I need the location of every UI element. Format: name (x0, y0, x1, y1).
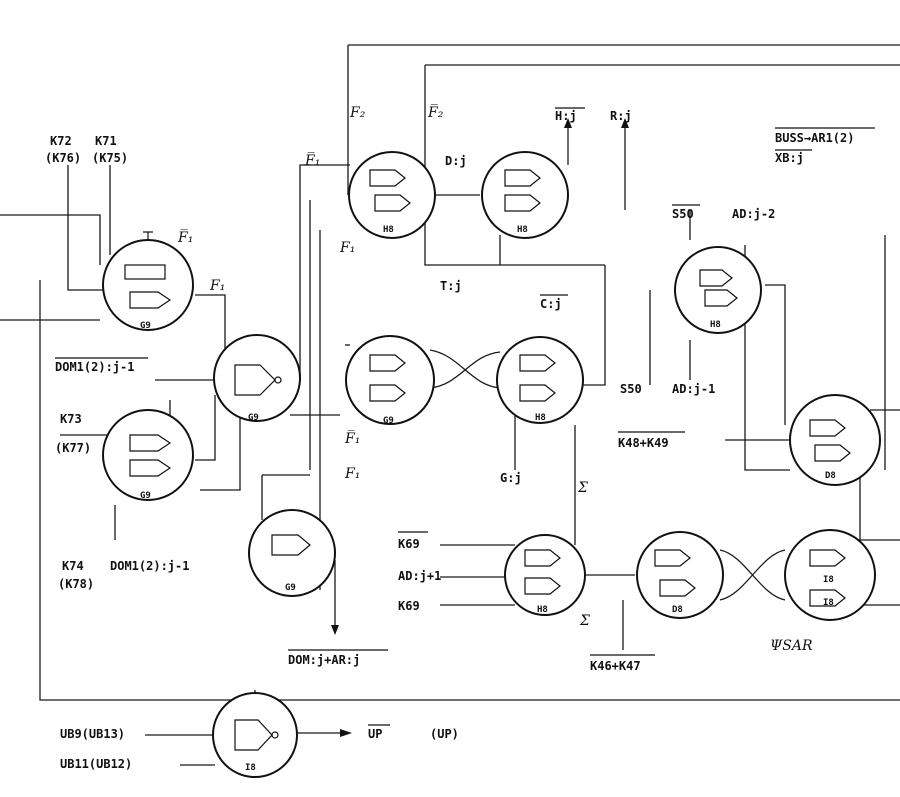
gate-mark: H8 (383, 225, 394, 235)
gate-circle (213, 334, 301, 422)
label-k77: (K77) (55, 441, 91, 455)
label-f1: F₁ (209, 278, 225, 294)
gate-circle (481, 151, 569, 239)
label-buss: BUSS→AR1(2) (775, 131, 854, 145)
signal-labels: K72 (K76) K71 (K75) F̅₁ F₁ DOM1(2):j-1 K… (45, 102, 875, 771)
label-k72: K72 (50, 134, 72, 148)
label-psi-sar: ΨSAR (770, 638, 813, 654)
arrowheads (331, 118, 629, 737)
label-dom-out: DOM:j+AR:j (288, 653, 360, 667)
label-tj: T:j (440, 279, 462, 293)
label-s50-top: S50 (672, 207, 694, 221)
label-k75: (K75) (92, 151, 128, 165)
label-f2-bar: F̅₂ (427, 102, 444, 121)
gate-circle (212, 692, 298, 778)
label-cj: C:j (540, 297, 562, 311)
label-ub9: UB9(UB13) (60, 727, 125, 741)
label-k78: (K78) (58, 577, 94, 591)
label-s50-bottom: S50 (620, 382, 642, 396)
gate-mark: G9 (383, 416, 394, 426)
wiring (0, 44, 900, 766)
label-hj: H:j (555, 109, 577, 123)
gate-mark: G9 (140, 321, 151, 331)
label-sigma-2: Σ (579, 613, 590, 629)
label-k48-k49: K48+K49 (618, 436, 669, 450)
gate-circle (636, 531, 724, 619)
gate-mark: G9 (248, 413, 259, 423)
gate-mark: G9 (140, 491, 151, 501)
label-adj-plus1: AD:j+1 (398, 569, 441, 583)
gate-marks: G9 G9 G9 G9 H8 H8 G9 H8 H8 H8 I8 D8 I8 D… (140, 225, 836, 773)
label-k74: K74 (62, 559, 84, 573)
label-dj: D:j (445, 154, 467, 168)
gate-circle (496, 336, 584, 424)
label-rj: R:j (610, 109, 632, 123)
gate-mark: H8 (517, 225, 528, 235)
gate-circle (789, 394, 881, 486)
label-f1-bar: F̅₁ (177, 227, 193, 246)
gate-circle (504, 534, 586, 616)
label-sigma-1: Σ (577, 480, 588, 496)
gate-mark: I8 (823, 598, 834, 608)
label-dom1-bottom: DOM1(2):j-1 (110, 559, 189, 573)
gate-mark: H8 (535, 413, 546, 423)
label-k73: K73 (60, 412, 82, 426)
gate-circle (102, 231, 194, 331)
gate-circle (348, 151, 436, 239)
label-up: UP (368, 727, 382, 741)
label-adj-minus2: AD:j-2 (732, 207, 775, 221)
label-dom1-top: DOM1(2):j-1 (55, 360, 134, 374)
label-adj-minus1: AD:j-1 (672, 382, 715, 396)
label-ub11: UB11(UB12) (60, 757, 132, 771)
label-f1-3: F₁ (344, 466, 360, 482)
label-k71: K71 (95, 134, 117, 148)
gate-mark: H8 (537, 605, 548, 615)
gate-mark: I8 (245, 763, 256, 773)
gate-circle (248, 509, 336, 597)
label-k76: (K76) (45, 151, 81, 165)
gate-circle (345, 335, 435, 425)
gate-mark: G9 (285, 583, 296, 593)
label-f1-bar-3: F̅₁ (344, 428, 360, 447)
label-f2: F₂ (349, 105, 366, 121)
gate-mark: D8 (825, 471, 836, 481)
label-up-paren: (UP) (430, 727, 459, 741)
label-k46-k47: K46+K47 (590, 659, 641, 673)
gate-circle (102, 409, 194, 501)
gate-circle (784, 529, 876, 621)
gate-mark: D8 (672, 605, 683, 615)
gate-circle (674, 246, 762, 334)
label-xbj: XB:j (775, 151, 804, 165)
label-k69: K69 (398, 599, 420, 613)
label-f1-2: F₁ (339, 240, 355, 256)
label-k69-bar: K69 (398, 537, 420, 551)
gate-symbols (102, 151, 881, 778)
gate-mark: H8 (710, 320, 721, 330)
label-gj: G:j (500, 471, 522, 485)
label-f1-bar-2: F̅₁ (304, 150, 320, 169)
gate-mark: I8 (823, 575, 834, 585)
